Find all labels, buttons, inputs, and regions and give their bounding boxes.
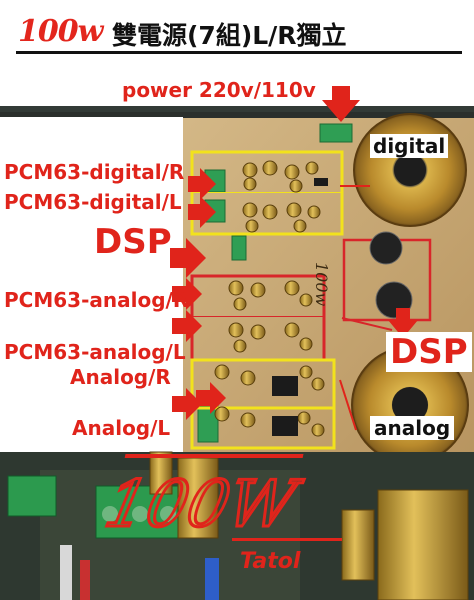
title-text: 雙電源(7組)L/R獨立 bbox=[112, 21, 347, 50]
label-analog-transformer: analog bbox=[370, 416, 455, 440]
label-pcm63-analog-r: PCM63-analog/R bbox=[4, 288, 189, 312]
label-pcm63-digital-l: PCM63-digital/L bbox=[4, 190, 182, 214]
label-pcm63-digital-r: PCM63-digital/R bbox=[4, 160, 185, 184]
title-prefix: 100w bbox=[18, 14, 103, 49]
logo-tatol: Tatol bbox=[240, 549, 301, 574]
label-digital-transformer: digital bbox=[370, 134, 449, 158]
label-pcm63-analog-l: PCM63-analog/L bbox=[4, 340, 186, 364]
label-dsp-left: DSP bbox=[94, 222, 172, 262]
label-dsp-right: DSP bbox=[386, 332, 472, 372]
label-analog-r: Analog/R bbox=[70, 365, 171, 389]
label-power: power 220v/110v bbox=[122, 78, 316, 102]
board-silk-text: 100w bbox=[312, 262, 331, 307]
title-underline bbox=[16, 51, 462, 54]
logo-100w: 100W bbox=[99, 468, 307, 542]
title-bar: 100w 雙電源(7組)L/R獨立 bbox=[0, 0, 474, 58]
label-analog-l: Analog/L bbox=[72, 416, 171, 440]
